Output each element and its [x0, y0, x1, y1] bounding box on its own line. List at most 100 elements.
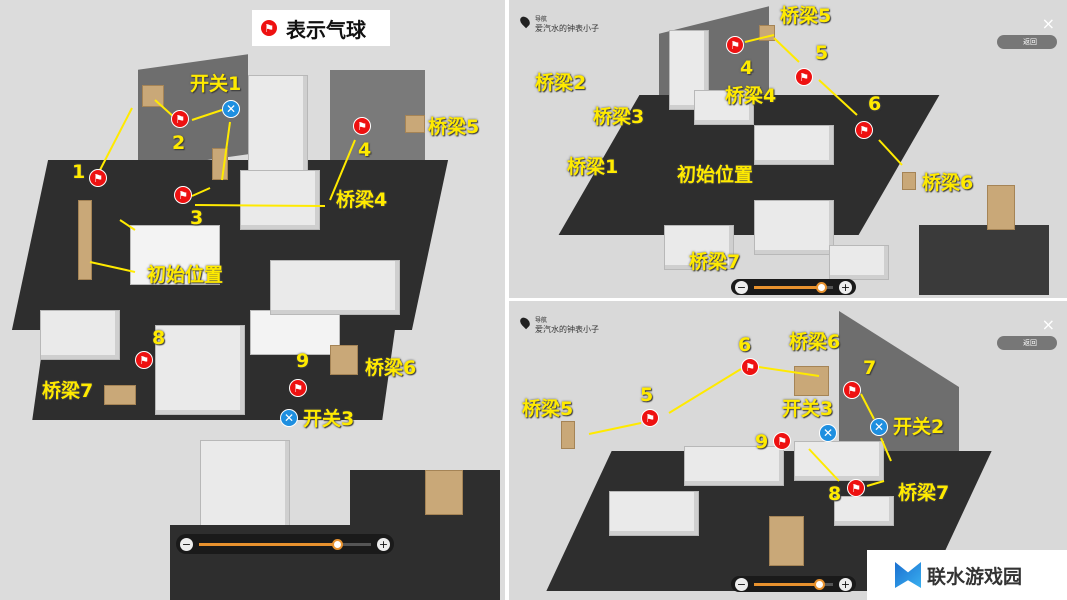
zoom-out-button[interactable]: −	[735, 577, 748, 591]
block-stack	[694, 90, 754, 125]
label: 桥梁4	[336, 189, 388, 211]
close-button[interactable]: ×	[1041, 14, 1055, 33]
balloon-flag-2: ⚑	[171, 110, 189, 128]
watermark-logo: 联水游戏园	[867, 550, 1067, 600]
balloon-flag-8: ⚑	[135, 351, 153, 369]
label: 6	[738, 334, 752, 356]
bridge	[425, 470, 463, 515]
label: 7	[863, 357, 877, 379]
label: 2	[172, 132, 186, 154]
location-pin-icon	[518, 14, 532, 29]
label: 桥梁5	[522, 398, 574, 420]
zoom-knob[interactable]	[331, 538, 343, 550]
label: 9	[296, 350, 310, 372]
nav-subtitle: 爱汽水的钟表小子	[535, 325, 599, 334]
bridge	[405, 115, 425, 133]
floor-tile	[130, 225, 220, 285]
block-stack	[248, 75, 308, 185]
label: 桥梁1	[567, 156, 619, 178]
block-stack	[240, 170, 320, 230]
bridge	[212, 148, 228, 180]
map-panel-2: 导航爱汽水的钟表小子 × 返回 ⚑ ⚑ ⚑ 桥梁5 5 4 桥梁2 桥梁4 6 …	[509, 0, 1067, 298]
bridge	[561, 421, 575, 449]
switch-1-icon: ✕	[222, 100, 240, 118]
block-stack	[794, 441, 884, 481]
bridge-door	[769, 516, 804, 566]
zoom-knob[interactable]	[813, 578, 825, 590]
switch-2-icon: ✕	[870, 418, 888, 436]
nav-title: 导航	[535, 16, 548, 23]
zoom-in-button[interactable]: +	[377, 537, 390, 551]
block-stack	[754, 125, 834, 165]
label: 5	[815, 42, 829, 64]
label: 5	[640, 384, 654, 406]
bridge	[759, 25, 775, 41]
zoom-out-button[interactable]: −	[180, 537, 193, 551]
bridge-door	[794, 366, 829, 396]
label: 桥梁5	[428, 116, 480, 138]
balloon-flag-5: ⚑	[641, 409, 659, 427]
bridge-door	[987, 185, 1015, 230]
label: 4	[740, 57, 754, 79]
label: 桥梁7	[898, 482, 950, 504]
block-stack	[834, 496, 894, 526]
label: 开关3	[782, 398, 834, 420]
nav-title: 导航	[535, 317, 548, 324]
zoom-in-button[interactable]: +	[839, 577, 852, 591]
label: 初始位置	[677, 164, 754, 186]
label: 开关2	[893, 416, 945, 438]
label: 初始位置	[147, 264, 224, 286]
balloon-flag-4: ⚑	[353, 117, 371, 135]
balloon-flag-6: ⚑	[855, 121, 873, 139]
label: 桥梁4	[725, 85, 777, 107]
balloon-flag-4: ⚑	[726, 36, 744, 54]
bridge	[330, 345, 358, 375]
zoom-slider[interactable]: − +	[176, 534, 394, 554]
label: 桥梁6	[789, 331, 841, 353]
zoom-slider[interactable]: − +	[731, 576, 856, 592]
logo-icon	[895, 562, 921, 588]
watermark-text: 联水游戏园	[927, 565, 1023, 588]
block-stack	[155, 325, 245, 415]
bridge	[902, 172, 916, 190]
label: 6	[868, 93, 882, 115]
label: 桥梁3	[593, 106, 645, 128]
label: 桥梁7	[689, 251, 741, 273]
label: 开关1	[190, 73, 242, 95]
label: 4	[358, 139, 372, 161]
balloon-flag-3: ⚑	[174, 186, 192, 204]
zoom-slider[interactable]: − +	[731, 279, 856, 295]
nav-header: 导航爱汽水的钟表小子	[518, 315, 599, 335]
zoom-out-button[interactable]: −	[735, 280, 748, 294]
label: 8	[152, 327, 166, 349]
flag-icon: ⚑	[260, 19, 278, 37]
label: 桥梁6	[365, 357, 417, 379]
block-stack	[754, 200, 834, 255]
label: 桥梁5	[780, 5, 832, 27]
zoom-knob[interactable]	[816, 281, 828, 293]
balloon-flag-8: ⚑	[847, 479, 865, 497]
balloon-flag-9: ⚑	[773, 432, 791, 450]
back-button[interactable]: 返回	[997, 35, 1057, 49]
label: 桥梁2	[535, 72, 587, 94]
balloon-flag-5: ⚑	[795, 68, 813, 86]
label: 桥梁7	[42, 380, 94, 402]
legend: ⚑表示气球	[252, 10, 390, 46]
bridge	[142, 85, 164, 107]
block-stack	[40, 310, 120, 360]
label: 9	[755, 431, 769, 453]
nav-subtitle: 爱汽水的钟表小子	[535, 24, 599, 33]
switch-3-icon: ✕	[819, 424, 837, 442]
label: 开关3	[303, 408, 355, 430]
block-stack	[200, 440, 290, 530]
balloon-flag-7: ⚑	[843, 381, 861, 399]
floor-tile	[250, 310, 340, 355]
balloon-flag-1: ⚑	[89, 169, 107, 187]
back-button[interactable]: 返回	[997, 336, 1057, 350]
close-button[interactable]: ×	[1041, 315, 1055, 334]
block-stack	[270, 260, 400, 315]
block-stack	[609, 491, 699, 536]
zoom-in-button[interactable]: +	[839, 280, 852, 294]
switch-3-icon: ✕	[280, 409, 298, 427]
floor	[919, 225, 1049, 295]
